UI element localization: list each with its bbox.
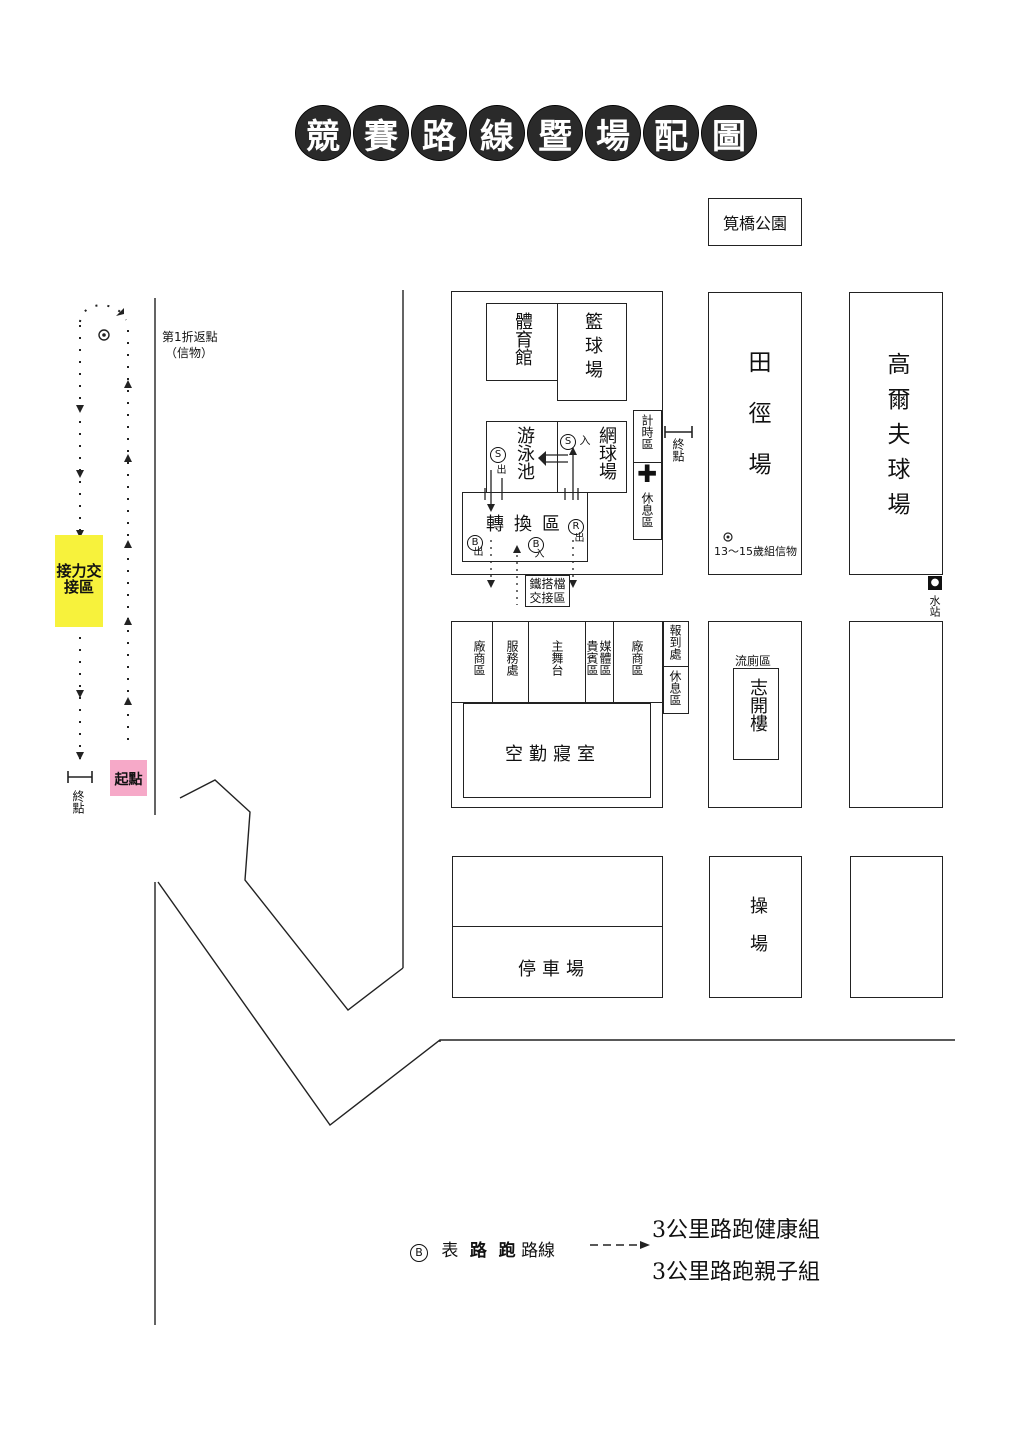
- title-char: 線: [470, 106, 524, 160]
- age-token-label: 13～15歲組信物: [714, 545, 797, 558]
- finish-right-label: 終點: [671, 438, 685, 462]
- legend-prefix: 表: [441, 1241, 459, 1261]
- field-label: 操場: [747, 896, 768, 972]
- transition-box: [462, 492, 588, 562]
- media-label: 媒體區: [598, 640, 612, 676]
- transition-b-out-text: 出: [471, 546, 482, 556]
- transition-r-out: 出: [572, 532, 583, 542]
- triathlon-relay-zone: 鐵搭檔交接區: [525, 575, 570, 607]
- empty-lot-2: [850, 856, 943, 998]
- sports-complex: [451, 291, 663, 575]
- vip-label: 貴賓區: [585, 640, 599, 676]
- rest2-box: [663, 666, 689, 714]
- track-box: [708, 292, 802, 575]
- first-aid-cross-icon: ✚: [637, 460, 658, 488]
- relay-zone-highlight: [55, 535, 103, 627]
- title-char: 路: [412, 106, 466, 160]
- vendor2-label: 廠商區: [630, 640, 644, 676]
- zhikai-label: 志開樓: [747, 678, 768, 732]
- start-label: 起點: [114, 772, 143, 788]
- legend-suffix: 路線: [521, 1241, 556, 1261]
- water-drop-icon: ●: [928, 576, 942, 590]
- start-highlight: [110, 760, 147, 796]
- basketball-label: 籃球場: [582, 312, 603, 384]
- pool-out-text: 出: [494, 464, 505, 474]
- transition-label: 轉換區: [486, 514, 570, 535]
- gym-label: 體育館: [512, 312, 533, 366]
- legend-route: B 表 路 跑 路線: [410, 1236, 555, 1262]
- stage-label: 主舞台: [550, 640, 564, 676]
- finish-left-label: 終點: [71, 790, 85, 814]
- transition-r-mark: R: [568, 514, 584, 535]
- legend-bold: 路 跑: [469, 1241, 516, 1261]
- finish-bar-icon: [67, 771, 93, 783]
- empty-lot-1: [849, 621, 943, 808]
- turnaround-label: 第1折返點: [162, 330, 218, 344]
- legend-item-1: 3公里路跑健康組: [652, 1218, 820, 1243]
- parking-box: [452, 926, 663, 998]
- golf-label: 高爾夫球場: [883, 352, 909, 527]
- track-label: 田徑場: [744, 350, 770, 503]
- legend-item-2: 3公里路跑親子組: [652, 1260, 820, 1285]
- map-title: 競 賽 路 線 暨 場 配 圖: [296, 106, 756, 160]
- transition-b-in-mark: B: [528, 532, 544, 553]
- checkin-label: 報到處: [668, 624, 682, 660]
- rest2-label: 休息區: [668, 670, 682, 706]
- basketball-box: [557, 303, 627, 401]
- dorm-label: 空勤寢室: [505, 744, 601, 765]
- pool-swim-out-mark: S: [490, 447, 506, 463]
- rest1-box: [633, 462, 662, 540]
- vendor2-box: [613, 621, 663, 703]
- title-char: 場: [586, 106, 640, 160]
- legend-b-symbol: B: [410, 1244, 428, 1262]
- field-box: [709, 856, 802, 998]
- pool-label: 游泳池: [514, 426, 535, 480]
- park-box: 筧橋公園: [708, 198, 802, 246]
- service-label: 服務處: [505, 640, 519, 676]
- dorm-box: [463, 703, 651, 798]
- rest1-label: 休息區: [640, 492, 654, 528]
- water-station-label: 水站: [928, 595, 941, 617]
- timing-label: 計時區: [640, 414, 654, 450]
- title-char: 配: [644, 106, 698, 160]
- turnaround-sub: （信物）: [165, 346, 214, 360]
- tennis-swim-in-mark: S 入: [560, 432, 591, 450]
- transition-b-in-text: 入: [532, 548, 543, 558]
- transition-b-out-mark: B: [467, 530, 483, 551]
- golf-box: [849, 292, 943, 575]
- title-char: 暨: [528, 106, 582, 160]
- tennis-label: 網球場: [596, 426, 617, 480]
- vendor1-label: 廠商區: [472, 640, 486, 676]
- parking-label: 停車場: [518, 959, 590, 980]
- toilet-area-label: 流廁區: [735, 654, 772, 668]
- zhikai-block: [708, 621, 802, 808]
- title-char: 圖: [702, 106, 756, 160]
- zhikai-box: [733, 668, 779, 760]
- title-char: 賽: [354, 106, 408, 160]
- tennis-box: [557, 421, 627, 493]
- title-char: 競: [296, 106, 350, 160]
- relay-zone-label: 接力交接區: [56, 562, 102, 596]
